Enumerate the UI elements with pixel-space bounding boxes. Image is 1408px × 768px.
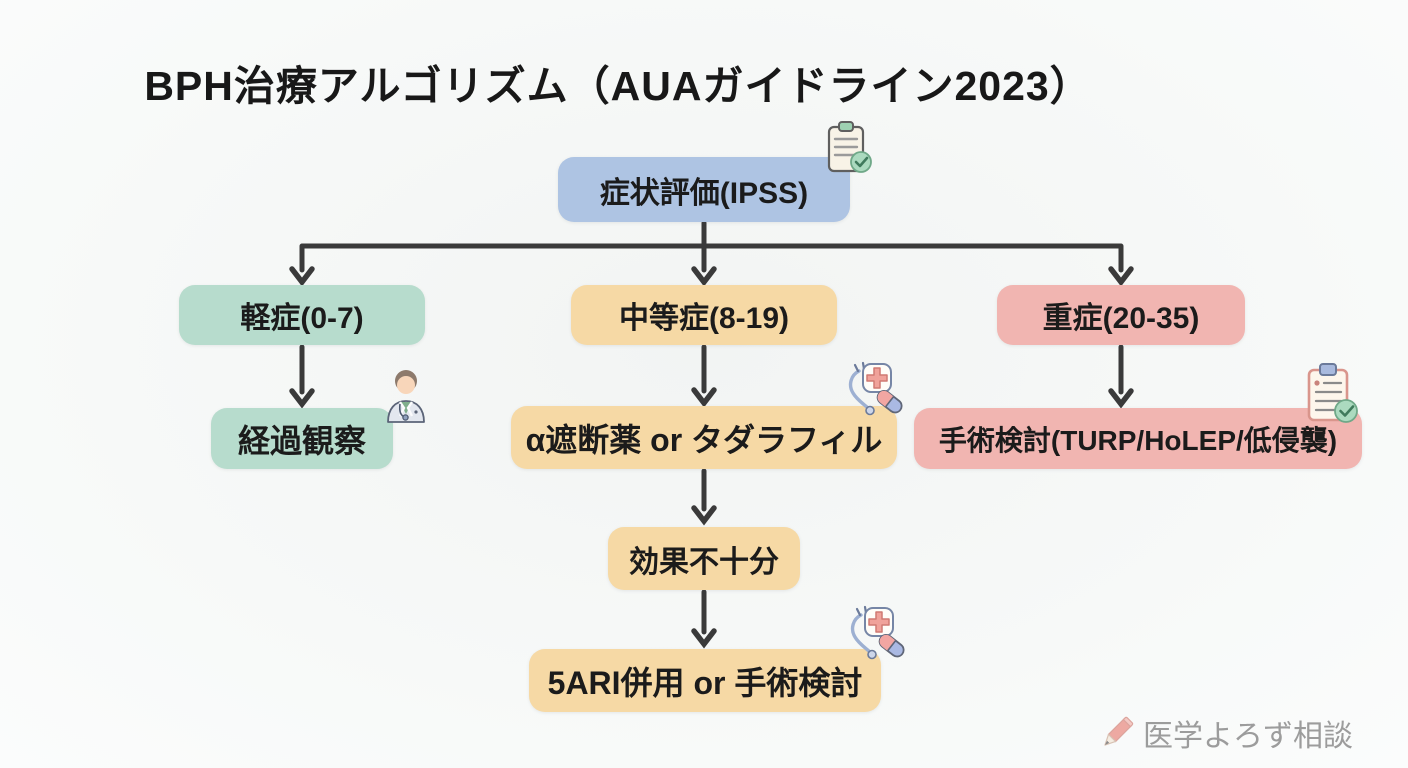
page-title: BPH治療アルゴリズム（AUAガイドライン2023）	[144, 63, 1092, 109]
clipboard-check-icon	[1303, 362, 1360, 425]
node-symptom-assessment: 症状評価(IPSS)	[558, 157, 850, 222]
arrowhead	[289, 388, 315, 409]
node-mild: 軽症(0-7)	[179, 285, 425, 345]
edge-branch-bar	[299, 243, 1124, 273]
node-watchful-waiting-label: 経過観察	[237, 422, 366, 459]
node-symptom-assessment-label: 症状評価(IPSS)	[599, 176, 809, 210]
arrowhead	[1108, 388, 1134, 409]
node-5ari-combination-label: 5ARI併用 or 手術検討	[547, 664, 863, 701]
node-moderate-label: 中等症(8-19)	[618, 302, 790, 335]
arrowhead	[691, 628, 717, 649]
stethoscope-pill-icon	[843, 361, 905, 418]
node-surgery-consideration: 手術検討(TURP/HoLEP/低侵襲)	[914, 408, 1362, 469]
node-alpha-blocker: α遮断薬 or タダラフィル	[511, 406, 897, 469]
node-5ari-combination: 5ARI併用 or 手術検討	[529, 649, 881, 712]
node-severe: 重症(20-35)	[997, 285, 1245, 345]
node-insufficient-effect: 効果不十分	[608, 527, 800, 590]
node-alpha-blocker-label: α遮断薬 or タダラフィル	[525, 421, 883, 458]
arrowhead	[691, 266, 717, 287]
node-insufficient-effect-label: 効果不十分	[629, 545, 779, 579]
pencil-icon	[1100, 714, 1134, 752]
node-surgery-consideration-label: 手術検討(TURP/HoLEP/低侵襲)	[938, 424, 1338, 456]
arrowhead	[289, 266, 315, 287]
node-severe-label: 重症(20-35)	[1042, 302, 1200, 335]
node-mild-label: 軽症(0-7)	[240, 302, 364, 335]
stethoscope-pill-icon	[845, 605, 907, 662]
watermark-label: 医学よろず相談	[1143, 720, 1353, 753]
node-moderate: 中等症(8-19)	[571, 285, 837, 345]
watermark: 医学よろず相談	[1100, 711, 1353, 755]
node-watchful-waiting: 経過観察	[211, 408, 393, 469]
arrowhead	[691, 387, 717, 408]
clipboard-check-icon	[824, 120, 874, 176]
doctor-icon	[381, 364, 431, 423]
arrowhead	[1108, 266, 1134, 287]
arrowhead	[691, 505, 717, 526]
